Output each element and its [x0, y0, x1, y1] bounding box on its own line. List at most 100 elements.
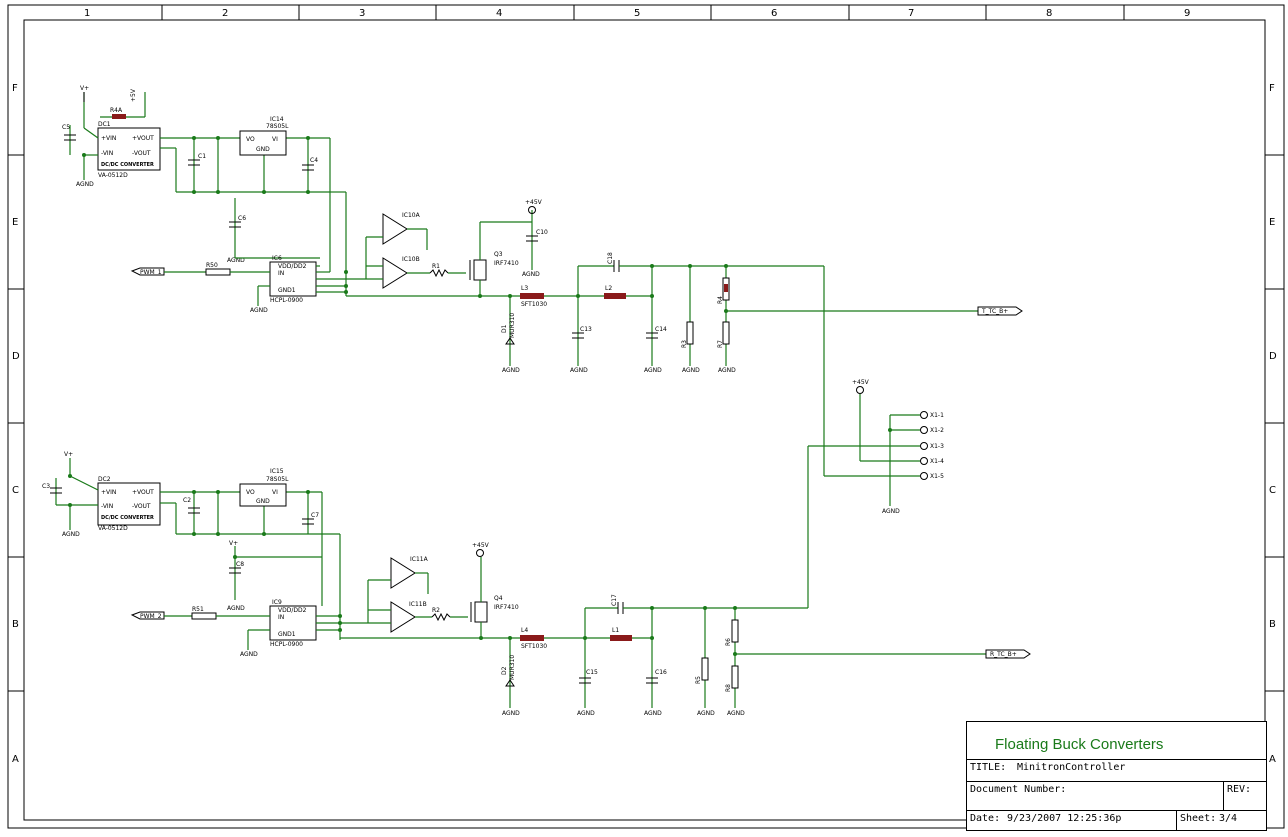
cap-c1: C1 [198, 153, 206, 160]
d1-part: MUR310 [509, 313, 516, 338]
opto-vdd-top: VDD/DD2 [278, 263, 307, 270]
cap-c8: C8 [236, 561, 244, 568]
opamp-ic10b-label: IC10B [402, 256, 420, 263]
dcdc-vin-p-top: +VIN [101, 135, 116, 142]
l2-ref: L2 [605, 285, 612, 292]
cap-c2: C2 [183, 497, 191, 504]
pwm1-label: PWM_1 [140, 269, 162, 276]
vplus-dcdc-bottom: V+ [64, 451, 73, 458]
r8: R8 [725, 684, 732, 692]
reg-vo-bottom: VO [246, 489, 255, 496]
opto-ref-top: IC6 [272, 255, 282, 262]
dcdc-converter-bottom [97, 482, 161, 526]
agnd-c8: AGND [227, 605, 245, 612]
zone-row-B-right: B [1269, 619, 1276, 630]
dcdc-ref-bottom: DC2 [98, 476, 111, 483]
reg-ref-top: IC14 [270, 116, 284, 123]
zone-row-C: C [12, 485, 19, 496]
agnd-c15: AGND [577, 710, 595, 717]
date-value: 9/23/2007 12:25:36p [1007, 813, 1122, 824]
dcdc-vin-p-bottom: +VIN [101, 489, 116, 496]
dcdc-vin-n-top: -VIN [101, 150, 113, 157]
opamp-ic10b [382, 257, 408, 289]
q4-part: IRF7410 [494, 604, 519, 611]
r6: R6 [725, 638, 732, 646]
frame-outer [7, 4, 1285, 829]
zone-row-B: B [12, 619, 19, 630]
column-zone-markers: 1 2 3 4 5 6 7 8 9 [84, 5, 1190, 20]
q4-ref: Q4 [494, 595, 503, 602]
cap-c4: C4 [310, 157, 318, 164]
reg-vi-bottom: VI [272, 489, 278, 496]
inductor-l4 [520, 635, 544, 641]
r3: R3 [681, 340, 688, 348]
dcdc-part-top: VA-0512D [98, 172, 128, 179]
dcdc-vin-n-bottom: -VIN [101, 503, 113, 510]
r4: R4 [717, 296, 724, 304]
connector-x1: +45V AGND X1-1 X1-2 X1-3 X1-4 X1-5 [808, 379, 944, 515]
agnd-d2: AGND [502, 710, 520, 717]
document-number-row: Document Number: REV: [967, 781, 1266, 811]
reg-vo-top: VO [246, 136, 255, 143]
cap-c14: C14 [655, 326, 667, 333]
agnd-r7: AGND [718, 367, 736, 374]
agnd-opto-top: AGND [250, 307, 268, 314]
pin-x1-2: X1-2 [930, 427, 944, 434]
out-port-bottom [985, 649, 1031, 659]
zone-row-D: D [12, 351, 20, 362]
agnd-connector: AGND [882, 508, 900, 515]
q3-ref: Q3 [494, 251, 503, 258]
title-label: TITLE: [970, 762, 1007, 773]
supply-connector: +45V [852, 379, 870, 386]
cap-c5: C5 [62, 124, 70, 131]
zone-row-A-right: A [1269, 754, 1276, 765]
dcdc-name-top: DC/DC CONVERTER [101, 162, 154, 168]
cap-c15: C15 [586, 669, 598, 676]
zone-row-C-right: C [1269, 485, 1276, 496]
vplus-c8-bottom: V+ [229, 540, 238, 547]
pin-x1-3: X1-3 [930, 443, 944, 450]
agnd-dcdc-bottom: AGND [62, 531, 80, 538]
l4-part: SFT1030 [521, 643, 547, 650]
zone-col-7: 7 [908, 8, 914, 19]
row-zone-markers: F F E E D D C C B B A A [8, 83, 1284, 765]
date-row: Date: 9/23/2007 12:25:36p Sheet: 3/4 [967, 810, 1266, 830]
r2: R2 [432, 607, 440, 614]
opto-gnd-top: GND1 [278, 287, 296, 294]
pin-x1-5: X1-5 [930, 473, 944, 480]
opto-ref-bottom: IC9 [272, 599, 282, 606]
inductor-l3 [520, 293, 544, 299]
cap-c10: C10 [536, 229, 548, 236]
out-label-bottom: R_TC_B+ [990, 651, 1017, 658]
l3-part: SFT1030 [521, 301, 547, 308]
agnd-r3: AGND [682, 367, 700, 374]
zone-col-1: 1 [84, 8, 90, 19]
opto-part-top: HCPL-0900 [270, 297, 303, 304]
vplus-top: V+ [80, 85, 89, 92]
opto-vdd-bottom: VDD/DD2 [278, 607, 307, 614]
pwm2-label: PWM_2 [140, 613, 162, 620]
agnd-dcdc-top: AGND [76, 181, 94, 188]
agnd-c10: AGND [522, 271, 540, 278]
out-port-top [977, 306, 1023, 316]
agnd-r5: AGND [697, 710, 715, 717]
sheet-value: 3/4 [1219, 813, 1238, 824]
reg-part-top: 78S05L [266, 123, 289, 130]
d1-ref: D1 [501, 324, 508, 333]
dcdc-vout-p-bottom: +VOUT [132, 489, 154, 496]
dcdc-vout-n-top: -VOUT [132, 150, 151, 157]
supply-symbol-top [528, 206, 536, 214]
agnd-c14: AGND [644, 367, 662, 374]
supply-symbol-bottom [476, 549, 484, 557]
d2-ref: D2 [501, 666, 508, 675]
dcdc-part-bottom: VA-0512D [98, 525, 128, 532]
title-block: Floating Buck Converters TITLE: Minitron… [966, 721, 1267, 831]
frame-inner [23, 19, 1266, 821]
inductor-l1 [610, 635, 632, 641]
opamp-ic11a-label: IC11A [410, 556, 429, 563]
agnd-c16: AGND [644, 710, 662, 717]
out-label-top: T_TC_B+ [981, 308, 1008, 315]
opto-part-bottom: HCPL-0900 [270, 641, 303, 648]
title-block-heading: Floating Buck Converters [995, 736, 1164, 753]
